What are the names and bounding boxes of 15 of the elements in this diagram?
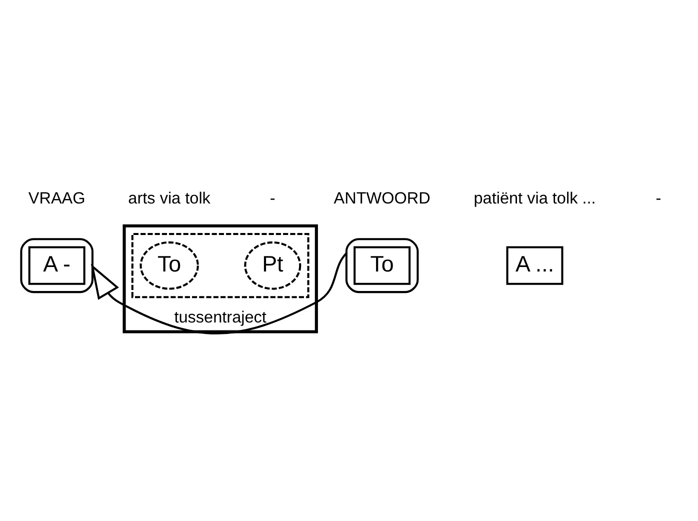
label: arts via tolk [128, 189, 210, 208]
node-box: A - [28, 246, 85, 285]
arrow [90, 252, 347, 334]
cluster [130, 233, 309, 298]
node-box: A ... [506, 246, 563, 285]
node-box: To [353, 246, 410, 285]
node-ellipse: Pt [244, 241, 301, 290]
cluster [20, 238, 93, 294]
label: - [269, 189, 275, 208]
node-ellipse: To [139, 241, 198, 290]
label: patiënt via tolk ... [473, 189, 596, 208]
label: - [655, 189, 661, 208]
label: VRAAG [28, 189, 85, 208]
label: ANTWOORD [333, 189, 430, 208]
cluster [344, 238, 418, 294]
